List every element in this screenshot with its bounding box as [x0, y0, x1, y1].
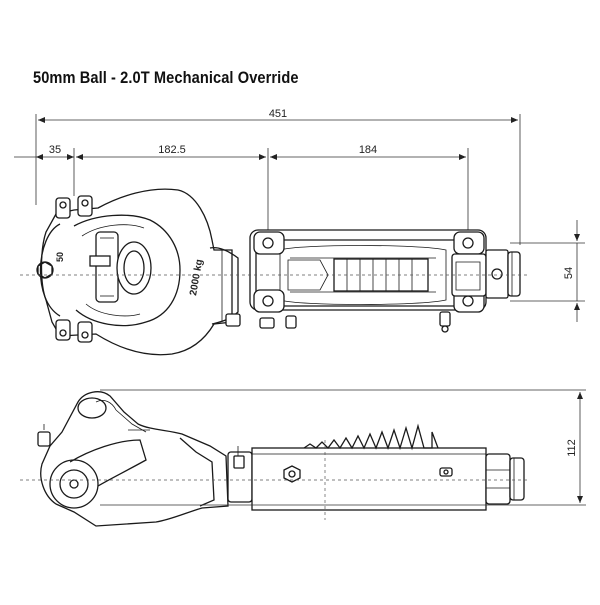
- dimension-overall-length: 451: [35, 108, 521, 245]
- mount-height-label: 54: [563, 267, 575, 279]
- overall-length-label: 451: [269, 108, 287, 120]
- ball-offset-label: 35: [49, 144, 61, 156]
- mount-spacing-label: 184: [359, 144, 377, 156]
- ball-to-mount-label: 182.5: [158, 144, 186, 156]
- top-view: 2000 kg 50: [20, 188, 530, 356]
- side-view: [20, 391, 530, 527]
- dimension-mount-height: 54: [510, 220, 585, 322]
- side-height-label: 112: [566, 439, 578, 457]
- dimension-side-height: 112: [100, 389, 586, 506]
- body-capacity-label: 2000 kg: [188, 258, 205, 296]
- ball-size-label: 50: [55, 252, 65, 262]
- page-title: 50mm Ball - 2.0T Mechanical Override: [33, 68, 299, 87]
- dimension-chain-top: 35 182.5 184: [14, 144, 469, 235]
